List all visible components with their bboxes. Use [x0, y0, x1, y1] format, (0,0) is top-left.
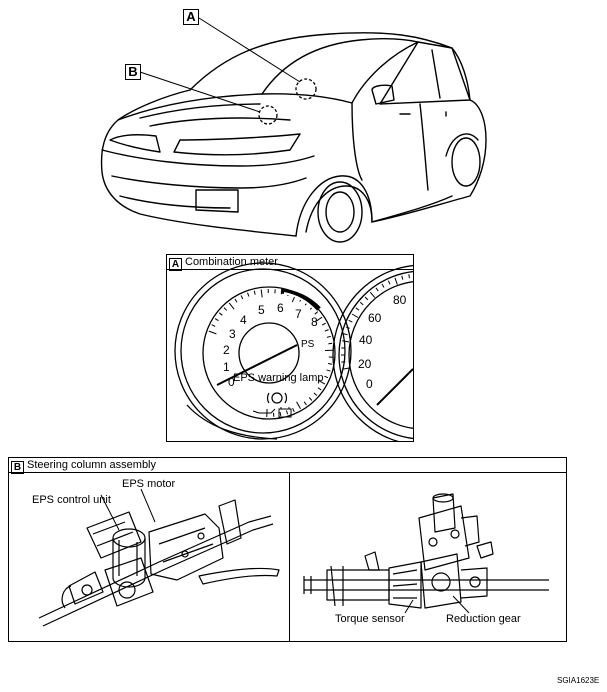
- tacho-tick-mark: [214, 318, 219, 322]
- tacho-tick-mark: [247, 292, 250, 297]
- speedo-tick-label: 80: [393, 293, 407, 307]
- eps-control-unit-label: EPS control unit: [32, 494, 111, 506]
- column-drawing: [38, 488, 549, 627]
- speedo-tick-label: 60: [368, 311, 382, 325]
- callout-a-tag: A: [183, 9, 199, 25]
- tacho-tick-mark: [223, 307, 228, 311]
- tacho-tick-mark: [296, 401, 301, 409]
- speedo-tick-label: 0: [366, 377, 373, 391]
- tacho-tick-mark: [324, 329, 329, 332]
- speedo-tick-mark: [408, 274, 410, 279]
- tacho-tick-mark: [303, 401, 307, 406]
- tacho-tick-mark: [260, 289, 263, 298]
- tacho-tick-label: 8: [311, 315, 318, 329]
- tacho-tick-mark: [218, 312, 223, 316]
- car-illustration: [100, 17, 487, 243]
- tacho-tick-mark: [285, 410, 289, 415]
- speedo-tick-mark: [342, 367, 350, 370]
- tacho-tick-mark: [314, 311, 319, 315]
- tacho-tick-mark: [240, 295, 244, 300]
- speedo-tick-mark: [381, 283, 385, 288]
- speedo-tick-mark: [387, 280, 391, 285]
- speedo-tick-label: 20: [358, 357, 372, 371]
- speedo-tick-mark: [343, 333, 348, 336]
- tacho-tick-mark: [308, 397, 313, 401]
- meter-drawing: [174, 262, 413, 441]
- speedo-tick-mark: [369, 291, 376, 298]
- eps-motor-label: EPS motor: [122, 478, 176, 490]
- tacho-tick-mark: [326, 335, 331, 338]
- tacho-tick-mark: [324, 375, 329, 379]
- tacho-tick-mark: [279, 411, 282, 416]
- speedo-tick-mark: [342, 340, 350, 343]
- tacho-tick-label: 3: [229, 327, 236, 341]
- tacho-tick-label: 2: [223, 343, 230, 357]
- tacho-tick-label: 4: [240, 313, 247, 327]
- tacho-tick-mark: [317, 379, 326, 385]
- ps-label: PS: [301, 339, 315, 350]
- tacho-tick-label: 0: [228, 375, 235, 389]
- tacho-tick-mark: [328, 342, 333, 345]
- tacho-tick-label: 6: [277, 301, 284, 315]
- tacho-tick-mark: [327, 363, 333, 365]
- speedo-tick-mark: [375, 287, 379, 292]
- speedo-tick-mark: [359, 301, 364, 306]
- tacho-tick-label: 1: [223, 360, 230, 374]
- speedo-tick-mark: [351, 313, 359, 318]
- tacho-tick-mark: [292, 407, 295, 413]
- figure-code: SGIA1623E: [557, 676, 600, 685]
- reduction-gear-label: Reduction gear: [446, 613, 521, 625]
- tacho-tick-mark: [228, 302, 235, 310]
- tacho-tick-mark: [208, 330, 217, 335]
- tacho-tick-mark: [313, 392, 318, 396]
- speedo-tick-mark: [394, 277, 398, 285]
- speedo-tick-mark: [355, 307, 360, 311]
- speedo-tick-mark: [401, 275, 404, 280]
- tacho-tick-mark: [234, 298, 238, 303]
- speedo-tick-label: 40: [359, 333, 373, 347]
- speedo-tick-mark: [348, 319, 353, 323]
- speedo-tick-mark: [345, 326, 350, 329]
- callout-b-tag: B: [125, 64, 141, 80]
- tacho-tick-label: 5: [258, 303, 265, 317]
- tacho-tick-label: 7: [295, 307, 302, 321]
- tacho-tick-mark: [253, 290, 256, 295]
- eps-warning-lamp-label: EPS warning lamp: [233, 372, 324, 384]
- tacho-tick-mark: [326, 369, 331, 372]
- tacho-tick-mark: [317, 387, 322, 391]
- tacho-tick-mark: [321, 322, 326, 326]
- torque-sensor-label: Torque sensor: [335, 613, 405, 625]
- tacho-tick-mark: [315, 316, 323, 323]
- speedo-tick-mark: [364, 296, 369, 301]
- tacho-tick-mark: [211, 324, 216, 327]
